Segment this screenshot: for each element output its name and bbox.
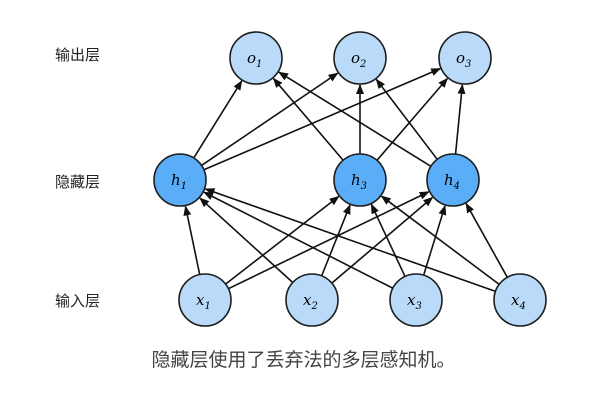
node-label-subscript: 2 [359, 59, 366, 70]
node-label-subscript: 3 [465, 59, 471, 70]
edge-x2-h1 [199, 197, 294, 284]
node-circle [285, 273, 339, 327]
node-label-base: x [511, 291, 520, 309]
layer-label-output: 输出层 [55, 46, 100, 64]
edge-h3-o3 [376, 77, 449, 161]
node-label-subscript: 1 [256, 59, 262, 70]
node-x4: x4 [493, 273, 547, 327]
node-label: x1 [196, 291, 211, 312]
node-label-base: o [456, 49, 465, 67]
node-h1: h1 [153, 153, 207, 207]
node-circle [153, 153, 207, 207]
edge-h1-o1 [193, 80, 243, 159]
node-x3: x3 [389, 273, 443, 327]
node-label-subscript: 1 [204, 301, 210, 312]
edge-h4-o1 [278, 71, 432, 167]
node-o1: o1 [229, 31, 283, 85]
edge-x3-h4 [422, 204, 447, 276]
node-label-subscript: 2 [310, 301, 317, 312]
edge-x4-h4 [465, 202, 509, 278]
edges-layer [183, 67, 509, 293]
node-circle [333, 31, 387, 85]
node-label: x4 [511, 291, 526, 312]
node-circle [389, 273, 443, 327]
node-circle [426, 153, 480, 207]
node-label-base: h [171, 171, 181, 189]
node-o2: o2 [333, 31, 387, 85]
edge-x1-h4 [228, 191, 430, 290]
node-circle [438, 31, 492, 85]
node-label-subscript: 4 [453, 181, 460, 192]
node-label-subscript: 3 [415, 301, 421, 312]
edge-x1-h3 [225, 195, 340, 285]
node-label-subscript: 3 [361, 181, 367, 192]
edge-h1-o3 [203, 67, 442, 171]
edge-h4-o2 [375, 78, 438, 160]
node-o3: o3 [438, 31, 492, 85]
node-label: o1 [247, 49, 262, 70]
node-label-subscript: 4 [518, 301, 525, 312]
node-label-subscript: 1 [181, 181, 187, 192]
node-h4: h4 [426, 153, 480, 207]
figure-caption: 隐藏层使用了丢弃法的多层感知机。 [151, 349, 456, 371]
node-circle [493, 273, 547, 327]
edge-h3-o1 [272, 77, 344, 161]
node-circle [229, 31, 283, 85]
edge-x4-h3 [380, 195, 500, 286]
node-circle [333, 153, 387, 207]
node-h3: h3 [333, 153, 387, 207]
edge-x2-h4 [331, 196, 434, 284]
node-label-base: x [407, 291, 416, 309]
node-label: h1 [171, 171, 187, 192]
edge-x1-h1 [183, 205, 201, 275]
node-label: h3 [351, 171, 367, 192]
node-x2: x2 [285, 273, 339, 327]
node-label-base: o [247, 49, 256, 67]
layer-labels: 输出层 隐藏层 输入层 [55, 46, 100, 310]
edge-h4-o3 [454, 83, 466, 155]
node-circle [178, 273, 232, 327]
node-label-base: h [444, 171, 454, 189]
layer-label-hidden: 隐藏层 [55, 173, 100, 191]
edge-x4-h1 [204, 188, 496, 293]
edge-x3-h3 [370, 203, 406, 277]
node-label: x3 [407, 291, 422, 312]
node-label: h4 [444, 171, 460, 192]
layer-label-input: 输入层 [55, 292, 100, 310]
node-label-base: x [196, 291, 205, 309]
node-x1: x1 [178, 273, 232, 327]
node-label-base: h [351, 171, 361, 189]
node-label: o2 [351, 49, 366, 70]
node-label: o3 [456, 49, 471, 70]
node-label: x2 [303, 291, 318, 312]
node-label-base: o [351, 49, 360, 67]
edge-x3-h1 [203, 191, 394, 289]
node-label-base: x [303, 291, 312, 309]
edge-h1-o2 [201, 72, 339, 167]
edge-x2-h3 [320, 204, 351, 277]
